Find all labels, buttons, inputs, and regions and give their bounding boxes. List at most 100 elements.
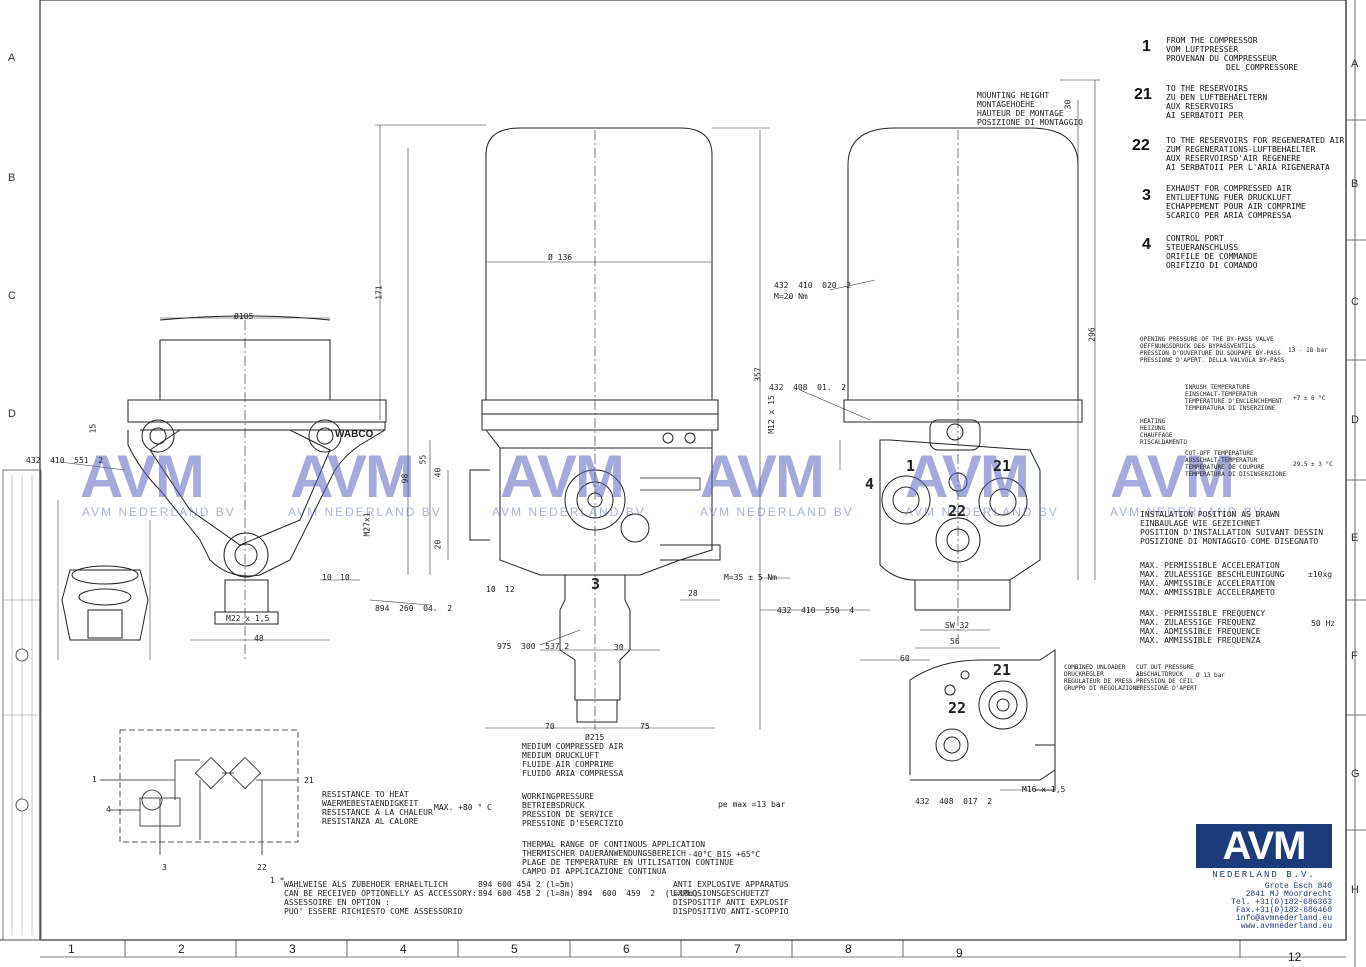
legend-22-line: TO THE RESERVOIRS FOR REGENERATED AIR	[1166, 136, 1345, 145]
heating-line: CHAUFFAGE	[1140, 432, 1173, 439]
legend-22-line: AUX RESERVOIRSD'AIR REGENERE	[1166, 154, 1301, 163]
grid-col-4: 4	[400, 942, 407, 956]
dim-m35: M=35 ± 5 Nm	[724, 573, 777, 582]
wabco-brand: WABCO	[335, 429, 374, 440]
legend-1-line: FROM THE COMPRESSOR	[1166, 36, 1258, 45]
bypass-pressure: OPENING PRESSURE OF THE BY-PASS VALVE OE…	[1140, 336, 1285, 364]
heat-line: WAERMEBESTAENDIGKEIT	[322, 799, 419, 808]
legend-21-line: AUX RESERVOIRS	[1166, 102, 1234, 111]
thermal-line: CAMPO DI APPLICAZIONE CONTINUA	[522, 867, 667, 876]
explosive-line: DISPOSITIVO ANTI-SCOPPIO	[673, 907, 789, 916]
grid-row-c-right: C	[1351, 296, 1359, 308]
unloader-line: PRESSION DE CEIL	[1136, 678, 1194, 685]
thermal-value: -40°C BIS +65°C	[688, 850, 761, 859]
thermal-range: THERMAL RANGE OF CONTINOUS APPLICATION T…	[522, 840, 734, 876]
acceleration-line: MAX. PERMISSIBLE ACCELERATION	[1140, 561, 1280, 570]
avm-website: www.avmnederland.eu	[1240, 922, 1332, 931]
working-value: pe max =13 bar	[718, 800, 786, 809]
port-22-right: 22	[948, 502, 967, 520]
installation-line: POSIZIONE DI MONTAGGIO COME DISEGNATO	[1140, 537, 1319, 546]
grid-col-9: 9	[956, 946, 963, 960]
grid-col-8: 8	[845, 942, 852, 956]
dim-55: 55	[418, 454, 428, 465]
accessory-line: PUO' ESSERE RICHIESTO COME ASSESSORIO	[284, 907, 463, 916]
acceleration-line: MAX. ZULAESSIGE BESCHLEUNIGUNG	[1140, 570, 1285, 579]
schem-port-4: 4	[106, 805, 111, 814]
medium-line: MEDIUM DRUCKLUFT	[522, 751, 600, 760]
heat-line: RESISTANZA AL CALORE	[322, 817, 419, 826]
avm-logo-sub: NEDERLAND B.V.	[1212, 870, 1316, 880]
bypass-line: PRESSIONE D'APERT. DELLA VALVOLA BY-PASS	[1140, 357, 1285, 364]
accessory-star: 1 *	[270, 876, 285, 885]
dim-sw32: SW 32	[945, 621, 970, 630]
dim-30b: 30	[614, 643, 624, 652]
working-pressure: WORKINGPRESSURE BETRIEBSDRUCK PRESSION D…	[522, 792, 623, 828]
avm-phone: Tel. +31(0)182-686363	[1231, 898, 1332, 907]
avm-address-1: Grote Esch 840	[1264, 882, 1332, 891]
heat-resistance: RESISTANCE TO HEAT WAERMEBESTAENDIGKEIT …	[322, 790, 433, 826]
accessory-line: ASSESSOIRE EN OPTION :	[284, 898, 390, 907]
watermark-sub-3: AVM NEDERLAND BV	[492, 505, 646, 519]
cutout-value: 29.5 ± 3 °C	[1293, 461, 1333, 468]
grid-row-d-right: D	[1351, 414, 1359, 426]
accessory-block: WAHLWEISE ALS ZUBEHOER ERHAELTLICH CAN B…	[284, 880, 477, 916]
thermal-line: PLAGE DE TEMPERATURE EN UTILISATION CONT…	[522, 858, 734, 867]
legend-1-line: VOM LUFTPRESSER	[1166, 45, 1239, 54]
unloader-line: PRESSIONE D'APERT	[1136, 685, 1198, 692]
working-line: PRESSION DE SERVICE	[522, 810, 614, 819]
acceleration-line: MAX. AMMISSIBLE ACCELERATION	[1140, 579, 1275, 588]
part-432-408-01-2: 432 408 01. 2	[769, 383, 847, 392]
grid-row-b-right: B	[1351, 178, 1359, 190]
grid-row-f-right: F	[1351, 650, 1358, 662]
legend-num-21: 21	[1134, 86, 1152, 103]
legend-3-line: ECHAPPEMENT POUR AIR COMPRIME	[1166, 202, 1306, 211]
port-21-right: 21	[993, 457, 1012, 475]
grid-row-c: C	[8, 290, 16, 302]
mounting-line-2: MONTAGEHOEHE	[977, 100, 1035, 109]
legend-4-line: ORIFILE DE COMMANDE	[1166, 252, 1258, 261]
schem-port-22: 22	[257, 863, 267, 872]
heat-value: MAX. +80 ° C	[434, 803, 492, 812]
avm-email: info@avmnederland.eu	[1235, 914, 1332, 923]
heating-line: HEIZUNG	[1140, 425, 1166, 432]
accessory-code-3: 894 600 459 2 (l=10m)	[578, 889, 699, 898]
part-432-410-551-2: 432 410 551 2	[26, 456, 104, 465]
inrush-line: INRUSH TEMPERATURE	[1185, 384, 1251, 391]
heat-line: RESISTANCE A LA CHALEUR	[322, 808, 433, 817]
explosive-line: ANTI EXPLOSIVE APPARATUS	[673, 880, 789, 889]
medium-block: MEDIUM COMPRESSED AIR MEDIUM DRUCKLUFT F…	[522, 742, 623, 778]
cutout-line: AUSSCHALT-TEMPERATUR	[1185, 457, 1258, 464]
frequency-line: MAX. ZULAESSIGE FREQUENZ	[1140, 618, 1256, 627]
legend-num-4: 4	[1142, 236, 1151, 253]
inrush-temperature: INRUSH TEMPERATURE EINSCHALT-TEMPERATUR …	[1185, 384, 1283, 412]
watermark-logo-6: AVM	[1110, 443, 1235, 510]
inrush-line: EINSCHALT-TEMPERATUR	[1185, 391, 1258, 398]
grid-col-6: 6	[623, 942, 630, 956]
legend-3-line: ENTLUEFTUNG FUER DRUCKLUFT	[1166, 193, 1292, 202]
dim-10c: 10	[486, 585, 496, 594]
dim-12: 12	[505, 585, 515, 594]
frequency-line: MAX. AMMISSIBLE FREQUENZA	[1140, 636, 1261, 645]
explosive-block: ANTI EXPLOSIVE APPARATUS EXPLOSIONSGESCH…	[673, 880, 789, 916]
legend-3-line: EXHAUST FOR COMPRESSED AIR	[1166, 184, 1292, 193]
cutout-line: TEMPERATURE DE COUPURE	[1185, 464, 1265, 471]
part-432-410-020-2: 432 410 020 2	[774, 281, 852, 290]
port-21-detail: 21	[993, 661, 1012, 679]
max-acceleration: MAX. PERMISSIBLE ACCELERATION MAX. ZULAE…	[1140, 561, 1285, 597]
legend-21-line: TO THE RESERVOIRS	[1166, 84, 1248, 93]
grid-row-a: A	[8, 52, 16, 64]
avm-logo-block: AVM NEDERLAND B.V. Grote Esch 840 2841 M…	[1196, 824, 1332, 934]
legend-4-line: STEUERANSCHLUSS	[1166, 243, 1239, 252]
installation-position: INSTALATION POSITION AS DRAWN EINBAULAGE…	[1140, 510, 1323, 546]
heating-line: HEATING	[1140, 418, 1166, 425]
port-1-right: 1	[906, 457, 916, 475]
working-line: BETRIEBSDRUCK	[522, 801, 585, 810]
dim-28: 28	[688, 589, 698, 598]
legend-22-line: AI SERBATOII PER L'ARIA RIGENERATA	[1166, 163, 1330, 172]
frequency-line: MAX. PERMISSIBLE FREQUENCY	[1140, 609, 1266, 618]
dim-10a: 10	[322, 573, 332, 582]
dim-10b: 10	[340, 573, 350, 582]
unloader-right: CUT OUT PRESSURE ABSCHALTDRUCK PRESSION …	[1136, 664, 1197, 692]
